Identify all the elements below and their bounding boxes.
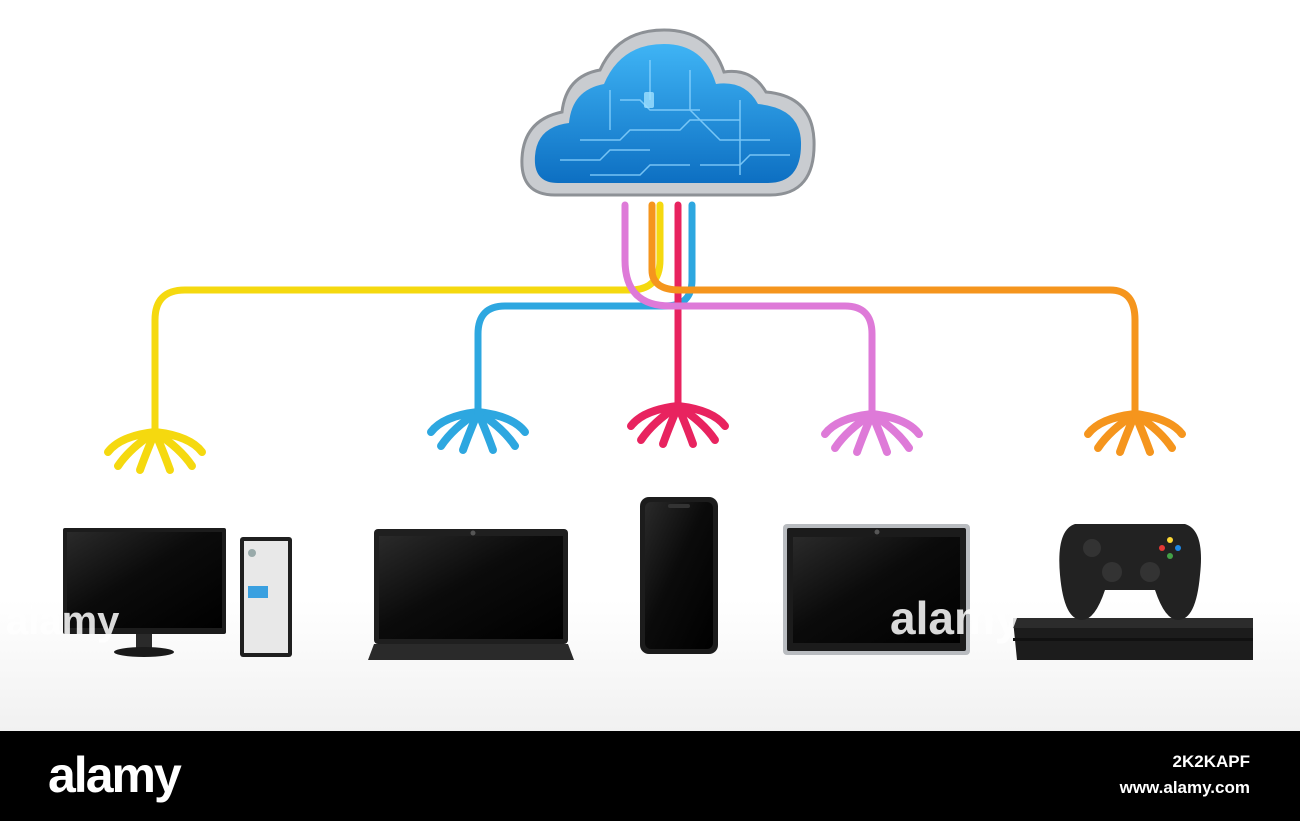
circuit-cloud xyxy=(520,28,816,197)
yellow-cable xyxy=(151,201,664,434)
network-illustration: alamy alamy xyxy=(0,28,1300,731)
cables xyxy=(151,201,1139,434)
circuit-traces xyxy=(560,60,790,176)
yellow-connector xyxy=(104,428,206,474)
cloud-network-scene: alamy alamy xyxy=(0,28,1300,731)
webcam-icon xyxy=(470,530,476,536)
orange-connector xyxy=(1084,410,1186,456)
orange-cable xyxy=(648,201,1139,416)
monitor-screen xyxy=(67,532,222,628)
watermarks: alamy alamy xyxy=(6,592,1021,644)
camera-icon xyxy=(874,529,880,535)
lock-icon xyxy=(644,92,654,108)
red-connector xyxy=(627,402,729,448)
blue-connector xyxy=(427,408,529,454)
game-console xyxy=(1013,524,1253,660)
brand-logo: alamy xyxy=(48,747,182,803)
phone-screen xyxy=(645,502,713,649)
image-id: 2K2KAPF xyxy=(1172,752,1250,771)
watermark-left: alamy xyxy=(6,599,120,643)
pink-connector xyxy=(821,410,923,456)
laptop-screen xyxy=(379,536,563,639)
tablet xyxy=(783,524,970,655)
site-url: www.alamy.com xyxy=(1119,778,1250,797)
footer-bar xyxy=(0,731,1300,821)
desktop-computer xyxy=(63,528,292,657)
laptop xyxy=(368,529,574,660)
tablet-screen xyxy=(793,537,960,643)
pink-cable xyxy=(621,201,876,416)
watermark-right: alamy xyxy=(890,592,1021,644)
tower-display xyxy=(248,586,268,598)
laptop-keyboard xyxy=(368,644,574,660)
smartphone xyxy=(640,497,718,654)
